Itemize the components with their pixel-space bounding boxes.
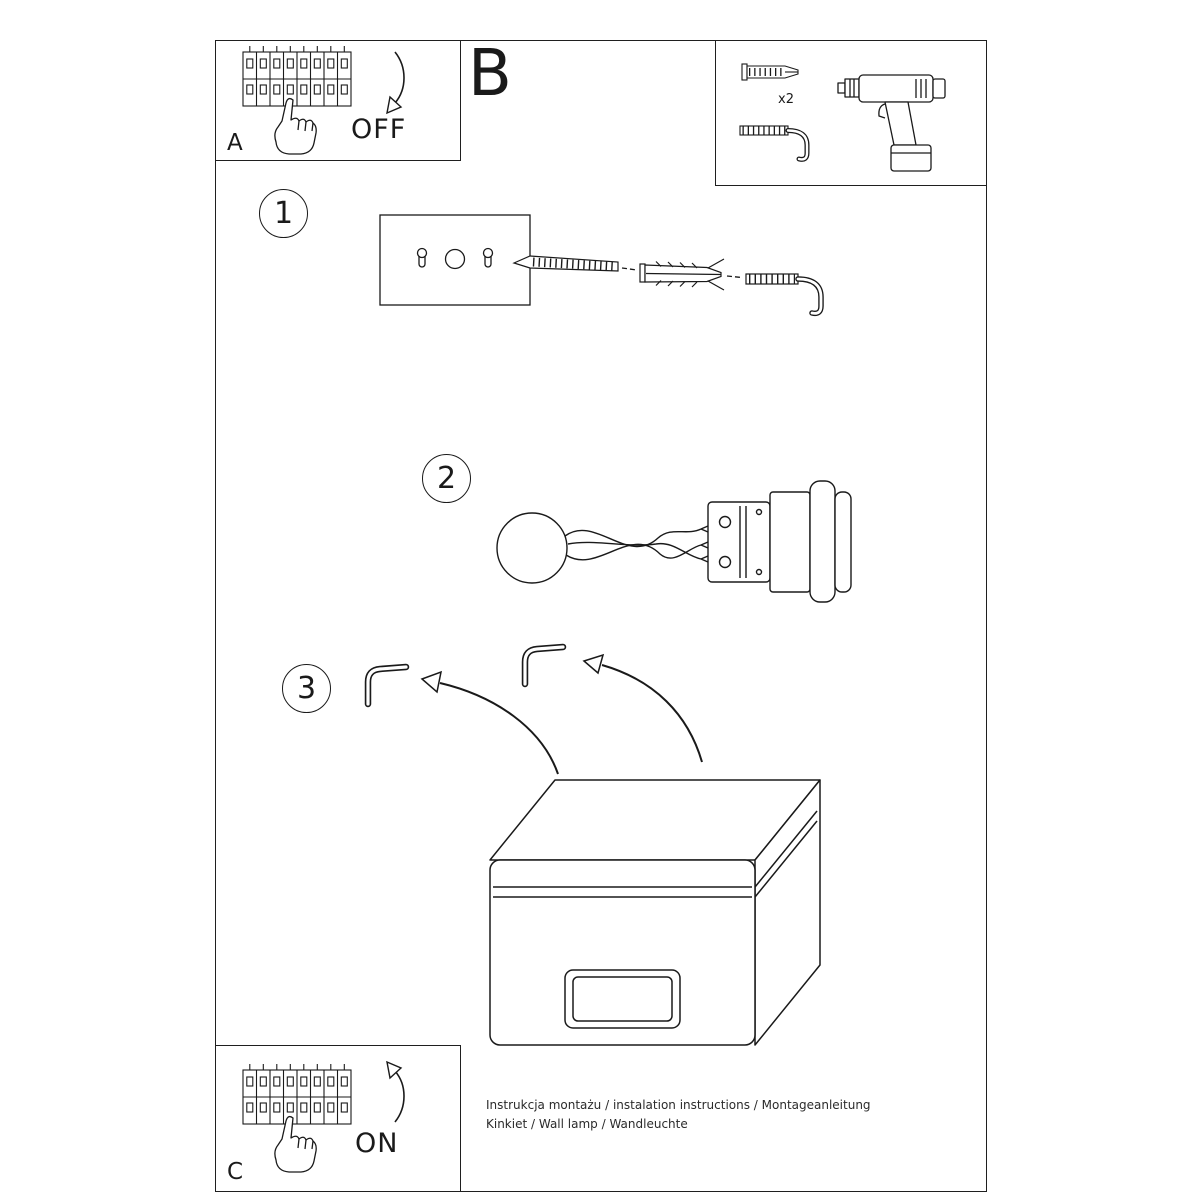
step-2-illustration (496, 480, 852, 603)
power-on-state-label: ON (355, 1128, 399, 1159)
footer-line-2: Kinkiet / Wall lamp / Wandleuchte (486, 1117, 688, 1131)
step-3-badge: 3 (282, 664, 331, 713)
cable-ball-icon (496, 512, 568, 584)
step-1-illustration (379, 214, 824, 317)
power-on-box: C ON (215, 1045, 461, 1191)
step-3-illustration (364, 643, 821, 1046)
wires-icon (564, 525, 709, 563)
anchors-quantity-label: x2 (778, 92, 794, 107)
power-on-illustration (242, 1060, 405, 1173)
wall-plug-icon (741, 63, 799, 81)
wall-anchor-icon (639, 258, 725, 291)
drill-icon (837, 74, 946, 172)
pointing-hand-icon (274, 1115, 317, 1173)
footer: Instrukcja montażu / instalation instruc… (486, 1096, 966, 1134)
curved-arrow-down-icon (386, 51, 405, 115)
lamp-socket-icon (707, 480, 852, 603)
step-2-badge: 2 (422, 454, 471, 503)
mounting-hook-icon (521, 643, 567, 688)
tools-illustration (739, 63, 946, 172)
breaker-panel-icon (242, 46, 352, 107)
mounting-plate-icon (379, 214, 531, 306)
power-off-box: A OFF (215, 40, 461, 161)
power-off-box-label: A (227, 130, 243, 156)
footer-line-1: Instrukcja montażu / instalation instruc… (486, 1098, 871, 1112)
screw-icon (512, 255, 619, 272)
sheet-frame (215, 40, 987, 1192)
assembly-axis-dash (726, 275, 743, 279)
step-1-badge: 1 (259, 189, 308, 238)
model-letter: B (468, 37, 512, 111)
mounting-hook-icon (364, 663, 410, 708)
breaker-panel-icon (242, 1064, 352, 1125)
hook-screw-icon (739, 125, 810, 162)
mounting-arrow-icon (582, 653, 703, 763)
power-off-illustration (242, 46, 405, 155)
tools-box: x2 (715, 40, 986, 186)
power-on-box-label: C (227, 1159, 244, 1185)
power-off-state-label: OFF (351, 114, 407, 145)
mounting-arrow-icon (420, 670, 559, 775)
hook-screw-icon (745, 273, 824, 317)
cube-lamp-body-icon (489, 779, 821, 1046)
assembly-axis-dash (621, 267, 638, 271)
pointing-hand-icon (274, 97, 317, 155)
curved-arrow-up-icon (386, 1060, 405, 1123)
